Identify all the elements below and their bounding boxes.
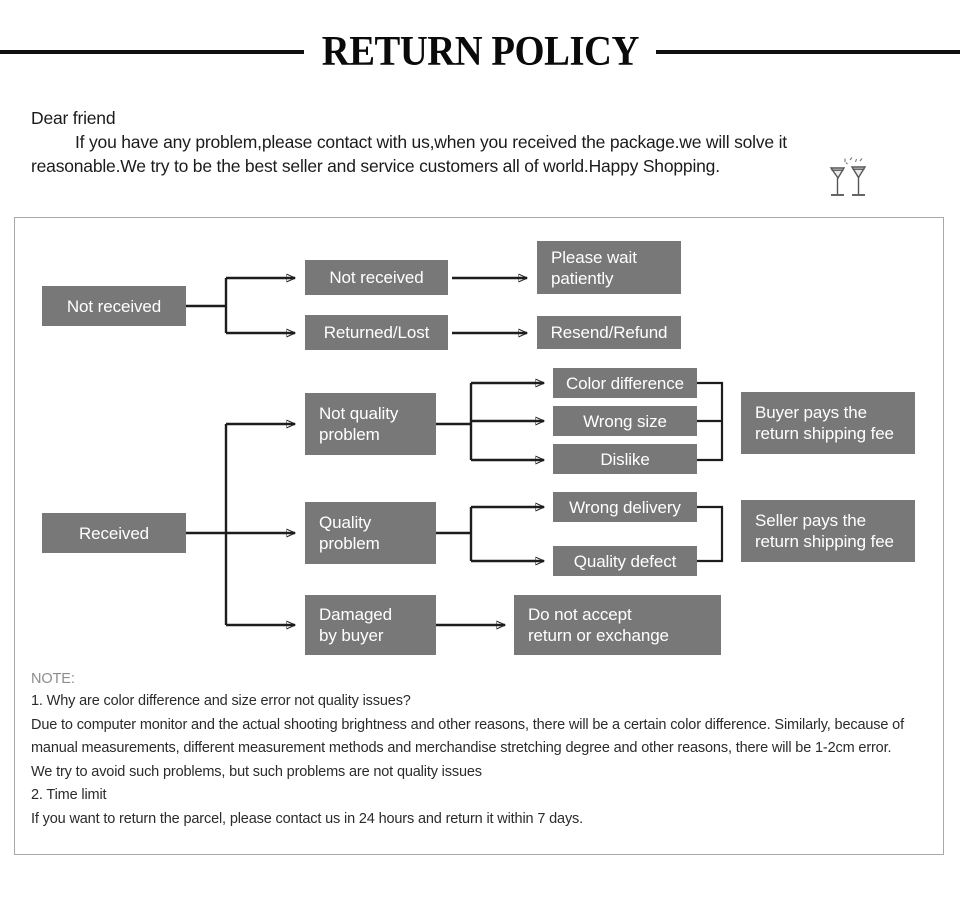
node-damaged-by-buyer[interactable]: Damaged by buyer (305, 595, 436, 655)
note-line: If you want to return the parcel, please… (31, 810, 584, 827)
node-label-line-2: problem (319, 534, 380, 553)
node-label-line-2: return shipping fee (755, 424, 894, 443)
node-quality-defect[interactable]: Quality defect (553, 546, 697, 576)
note-heading: NOTE: (31, 671, 75, 687)
title-rule-right (656, 50, 960, 54)
intro-line-3: reasonable.We try to be the best seller … (31, 156, 720, 176)
node-label: Quality defect (573, 551, 677, 571)
node-label: Received (78, 523, 150, 543)
note-line: Due to computer monitor and the actual s… (31, 716, 904, 733)
node-buyer-pays-return-shipping-fee[interactable]: Buyer pays the return shipping fee (741, 392, 915, 454)
node-resend-refund[interactable]: Resend/Refund (537, 316, 681, 349)
cheers-cocktail-glasses-icon (829, 157, 867, 196)
node-label: Color difference (565, 373, 685, 393)
intro-paragraph: Dear friend If you have any problem,plea… (31, 106, 921, 178)
node-label: Wrong size (583, 411, 667, 431)
node-label-line-2: problem (319, 425, 380, 444)
node-label-line-1: Please wait (551, 247, 637, 267)
flowchart: Not received Not received Returned/Lost … (0, 217, 960, 657)
node-label: Not received (329, 268, 424, 287)
node-returned-lost[interactable]: Returned/Lost (305, 315, 448, 350)
node-wrong-size[interactable]: Wrong size (553, 406, 697, 436)
node-received-root[interactable]: Received (42, 513, 186, 553)
node-label-line-1: Not quality (319, 404, 399, 423)
node-label: Wrong delivery (569, 497, 681, 517)
node-not-received-branch[interactable]: Not received (305, 260, 448, 295)
node-label: Resend/Refund (550, 323, 668, 342)
node-do-not-accept-return-or-exchange[interactable]: Do not accept return or exchange (514, 595, 721, 655)
node-label-line-2: by buyer (319, 626, 384, 645)
node-label: Returned/Lost (323, 323, 430, 342)
note-line: 1. Why are color difference and size err… (31, 693, 411, 709)
intro-greeting: Dear friend (31, 108, 116, 128)
node-label-line-1: Damaged (319, 605, 393, 624)
node-seller-pays-return-shipping-fee[interactable]: Seller pays the return shipping fee (741, 500, 915, 562)
node-label-line-1: Quality (319, 513, 372, 532)
node-label-line-1: Do not accept (528, 605, 632, 624)
page-title-bar: RETURN POLICY (0, 22, 960, 82)
node-label: Not received (66, 296, 162, 316)
node-please-wait-patiently[interactable]: Please wait patiently (537, 241, 681, 294)
title-rule-left (0, 50, 304, 54)
node-not-received-root[interactable]: Not received (42, 286, 186, 326)
node-label: Dislike (600, 449, 650, 469)
intro-line-2: If you have any problem,please contact w… (75, 132, 787, 152)
flowchart-connectors (186, 217, 724, 657)
note-line: 2. Time limit (31, 787, 107, 803)
node-wrong-delivery[interactable]: Wrong delivery (553, 492, 697, 522)
page-title: RETURN POLICY (321, 29, 639, 75)
node-dislike[interactable]: Dislike (553, 444, 697, 474)
node-label-line-1: Seller pays the (755, 511, 866, 530)
node-quality-problem[interactable]: Quality problem (305, 502, 436, 564)
note-line: manual measurements, different measureme… (31, 740, 892, 756)
node-color-difference[interactable]: Color difference (553, 368, 697, 398)
node-label-line-2: return or exchange (528, 626, 669, 645)
note-line: We try to avoid such problems, but such … (31, 763, 482, 780)
note-section: NOTE: 1. Why are color difference and si… (31, 668, 931, 831)
node-label-line-1: Buyer pays the (755, 403, 867, 422)
node-not-quality-problem[interactable]: Not quality problem (305, 393, 436, 455)
node-label-line-2: return shipping fee (755, 532, 894, 551)
node-label-line-2: patiently (551, 268, 614, 288)
